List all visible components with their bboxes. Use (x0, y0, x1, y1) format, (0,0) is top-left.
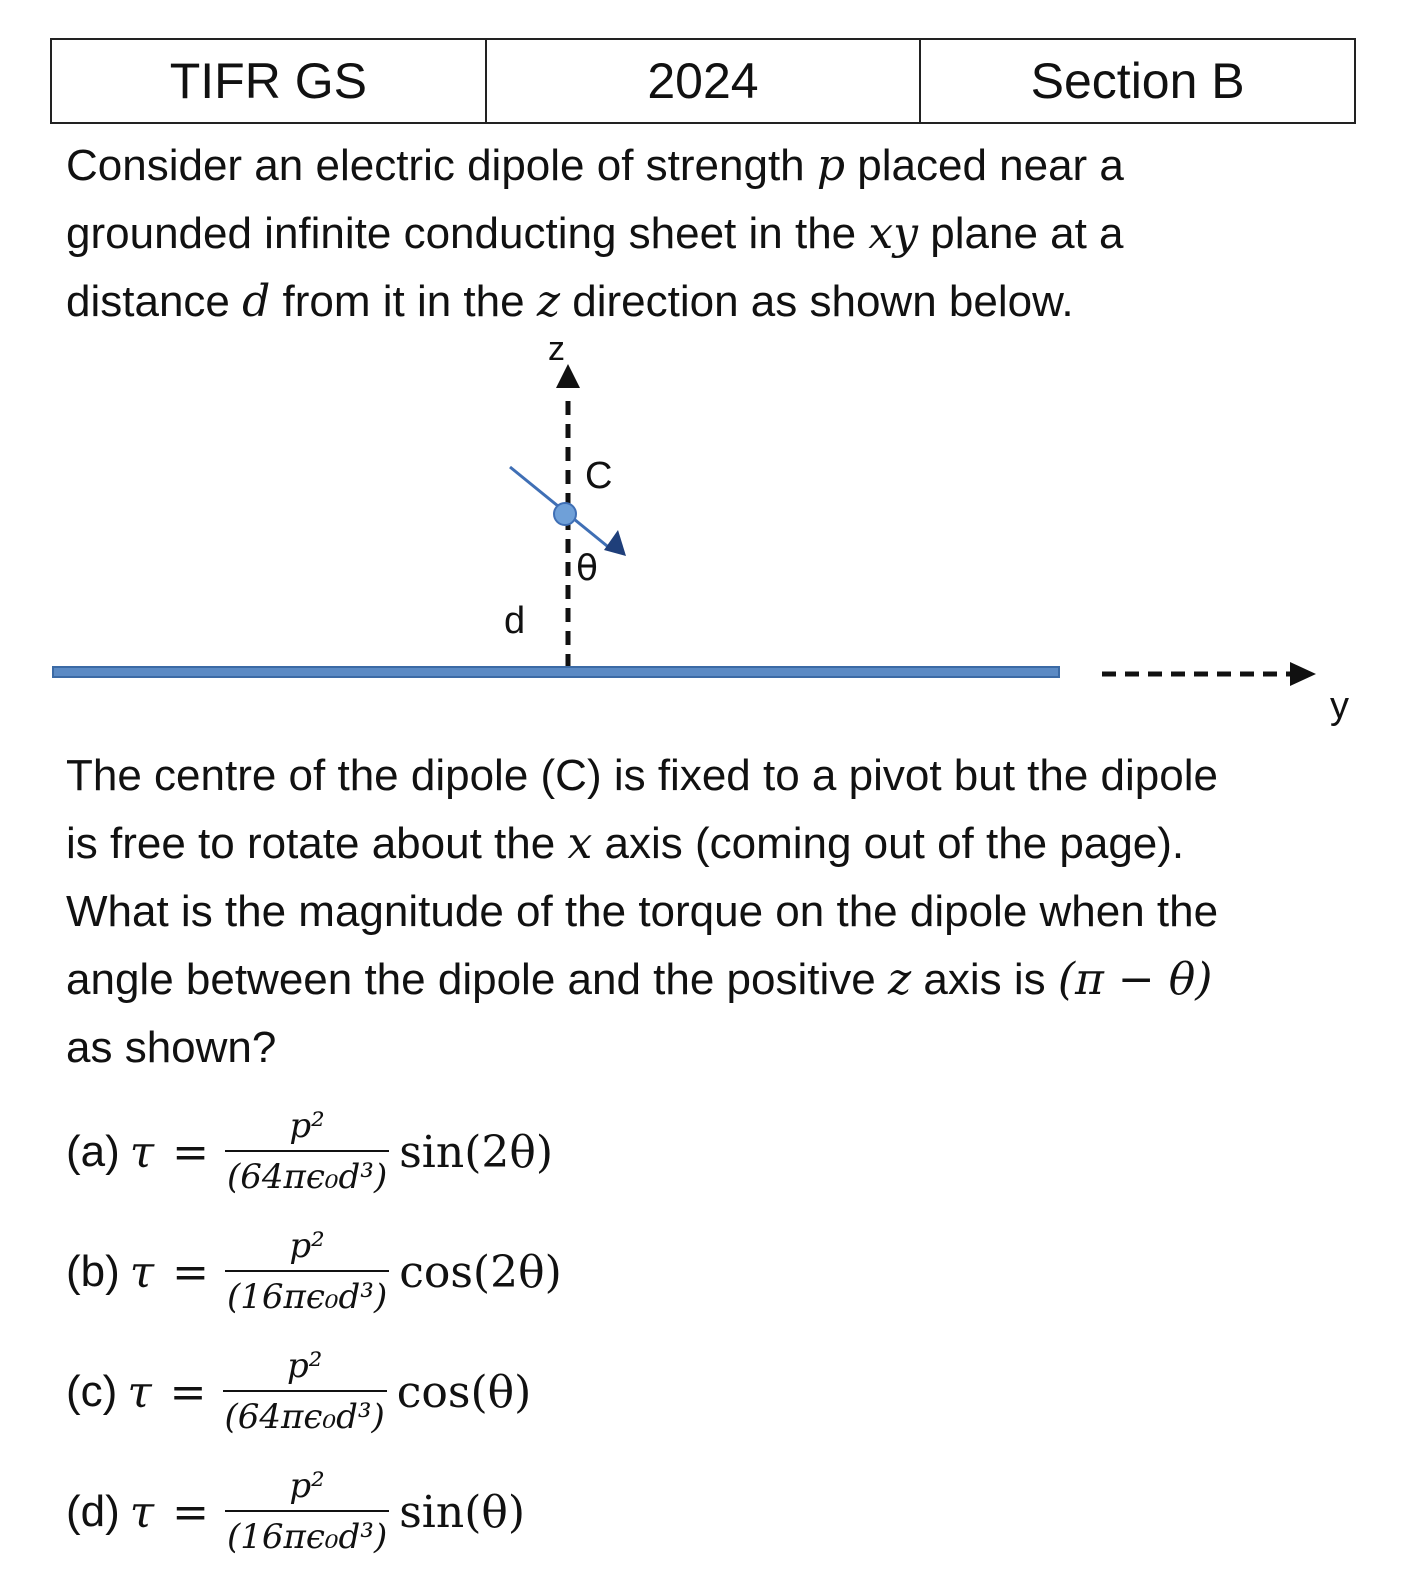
header-exam: TIFR GS (50, 38, 487, 124)
fraction: p² (16πϵ₀d³) (225, 1226, 390, 1318)
fraction-denominator: (64πϵ₀d³) (222, 1390, 387, 1438)
intro-line-2: grounded infinite conducting sheet in th… (66, 208, 1124, 259)
question-line-1: The centre of the dipole (C) is fixed to… (66, 751, 1218, 800)
question-line-4: angle between the dipole and the positiv… (66, 954, 1213, 1005)
dipole-center (553, 502, 577, 526)
fraction: p² (64πϵ₀d³) (225, 1106, 390, 1198)
conducting-sheet (52, 666, 1060, 678)
intro-text: Consider an electric dipole of strength … (66, 132, 1366, 336)
fraction: p² (64πϵ₀d³) (222, 1346, 387, 1438)
trig-function: cos(2θ) (399, 1246, 562, 1298)
y-axis-arrowhead (1290, 662, 1316, 686)
option-label: (c) (66, 1367, 118, 1416)
center-label: C (585, 455, 612, 497)
header-year: 2024 (484, 38, 922, 124)
option-b[interactable]: (b) τ = p² (16πϵ₀d³) cos(2θ) (66, 1212, 562, 1332)
fraction-denominator: (64πϵ₀d³) (225, 1150, 390, 1198)
header-table: TIFR GS 2024 Section B (50, 38, 1356, 124)
equals-sign: = (172, 1486, 209, 1538)
dipole-diagram: z y C θ d (52, 330, 1349, 727)
fraction-numerator: p² (289, 1106, 325, 1146)
option-label: (a) (66, 1127, 120, 1176)
dipole-arrowhead (604, 530, 626, 556)
z-axis-arrowhead (556, 364, 580, 388)
header-section: Section B (919, 38, 1356, 124)
z-axis-label: z (548, 330, 565, 368)
trig-function: sin(2θ) (399, 1126, 554, 1178)
tau-symbol: τ (129, 1126, 155, 1178)
question-line-3: What is the magnitude of the torque on t… (66, 887, 1219, 936)
fraction-numerator: p² (289, 1226, 325, 1266)
equals-sign: = (169, 1366, 207, 1418)
question-text: The centre of the dipole (C) is fixed to… (66, 742, 1366, 1082)
trig-function: cos(θ) (396, 1366, 532, 1418)
trig-function: sin(θ) (399, 1486, 526, 1538)
fraction: p² (16πϵ₀d³) (225, 1466, 390, 1558)
intro-line-1: Consider an electric dipole of strength … (66, 140, 1124, 191)
option-a[interactable]: (a) τ = p² (64πϵ₀d³) sin(2θ) (66, 1092, 553, 1212)
question-line-5: as shown? (66, 1023, 277, 1072)
option-c[interactable]: (c) τ = p² (64πϵ₀d³) cos(θ) (66, 1332, 531, 1452)
fraction-numerator: p² (286, 1346, 323, 1386)
fraction-denominator: (16πϵ₀d³) (225, 1510, 390, 1558)
tau-symbol: τ (129, 1486, 155, 1538)
option-label: (b) (66, 1247, 120, 1296)
option-d[interactable]: (d) τ = p² (16πϵ₀d³) sin(θ) (66, 1452, 525, 1572)
tau-symbol: τ (129, 1246, 155, 1298)
question-line-2: is free to rotate about the x axis (comi… (66, 818, 1185, 869)
equals-sign: = (172, 1246, 209, 1298)
fraction-numerator: p² (289, 1466, 325, 1506)
option-label: (d) (66, 1487, 120, 1536)
y-axis-label: y (1330, 685, 1349, 727)
tau-symbol: τ (127, 1366, 152, 1418)
distance-label: d (504, 600, 525, 642)
equals-sign: = (172, 1126, 209, 1178)
theta-label: θ (576, 548, 598, 589)
intro-line-3: distance d from it in the z direction as… (66, 276, 1074, 327)
fraction-denominator: (16πϵ₀d³) (225, 1270, 390, 1318)
